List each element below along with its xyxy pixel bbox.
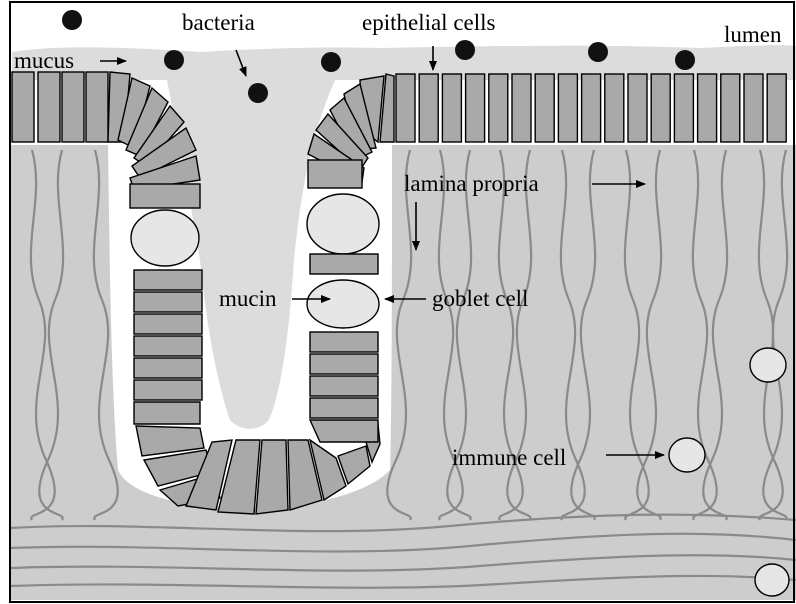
- epithelial-cell: [130, 184, 200, 208]
- label-mucus: mucus: [14, 48, 74, 73]
- goblet-cell: [131, 210, 199, 266]
- epithelial-cell: [256, 440, 288, 514]
- epithelial-cell: [419, 74, 438, 142]
- goblet-cell: [307, 194, 379, 254]
- epithelial-cell: [310, 420, 378, 442]
- epithelial-cell: [134, 358, 202, 378]
- epithelial-cell: [628, 74, 647, 142]
- epithelial-cell: [466, 74, 485, 142]
- epithelial-cell: [535, 74, 554, 142]
- epithelial-cell: [134, 270, 202, 290]
- epithelial-cell: [489, 74, 508, 142]
- label-epithelial-cells: epithelial cells: [362, 10, 496, 35]
- epithelial-cell: [651, 74, 670, 142]
- immune-cell: [669, 438, 705, 472]
- epithelial-cell: [512, 74, 531, 142]
- bacterium: [675, 50, 695, 70]
- epithelial-cell: [744, 74, 763, 142]
- epithelial-cell: [582, 74, 601, 142]
- epithelial-cell: [134, 380, 202, 400]
- epithelial-cell: [310, 354, 378, 374]
- epithelial-cell: [134, 402, 200, 424]
- label-lumen: lumen: [724, 22, 782, 47]
- goblet-cell: [307, 280, 379, 328]
- epithelial-cell: [396, 74, 415, 142]
- epithelial-cell: [134, 292, 202, 312]
- bacterium: [248, 83, 268, 103]
- label-mucin: mucin: [219, 286, 277, 311]
- bacterium: [588, 42, 608, 62]
- bacterium: [62, 10, 82, 30]
- epithelial-cell: [134, 336, 202, 356]
- bacterium: [164, 50, 184, 70]
- epithelial-cell: [442, 74, 461, 142]
- epithelial-cell: [605, 74, 624, 142]
- label-goblet-cell: goblet cell: [432, 286, 528, 311]
- epithelial-cell: [674, 74, 693, 142]
- epithelial-cell: [310, 398, 378, 418]
- epithelial-cell: [134, 314, 202, 334]
- epithelial-cell: [12, 72, 34, 142]
- epithelial-cell: [38, 72, 60, 142]
- epithelial-cell: [310, 332, 378, 352]
- epithelial-cell: [310, 376, 378, 396]
- epithelial-cell: [62, 72, 84, 142]
- immune-cell: [755, 564, 789, 596]
- epithelial-cell: [558, 74, 577, 142]
- epithelial-cell: [308, 160, 362, 188]
- epithelial-cell: [721, 74, 740, 142]
- bacterium: [455, 40, 475, 60]
- epithelial-cell: [86, 72, 108, 142]
- immune-cell: [750, 348, 786, 382]
- epithelial-cell: [310, 254, 378, 274]
- label-immune-cell: immune cell: [452, 445, 566, 470]
- bacterium: [321, 52, 341, 72]
- epithelial-cell: [698, 74, 717, 142]
- label-bacteria: bacteria: [182, 10, 255, 35]
- epithelial-cell: [767, 74, 786, 142]
- label-lamina-propria: lamina propria: [404, 171, 539, 196]
